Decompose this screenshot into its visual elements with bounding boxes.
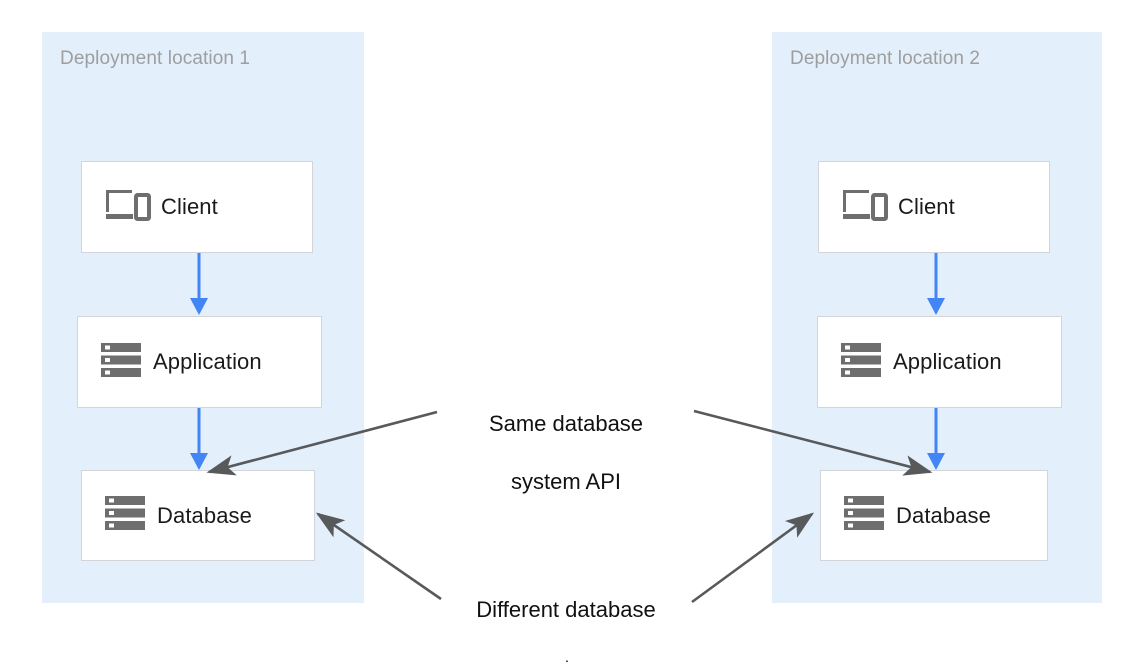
client-2-label: Client [898, 194, 955, 219]
server-icon [839, 340, 883, 385]
callout-different-system-line-1: Different database [476, 597, 656, 622]
application-2-label: Application [893, 349, 1002, 374]
server-icon [103, 493, 147, 538]
client-1-label: Client [161, 194, 218, 219]
database-2-node[interactable]: Database [820, 470, 1048, 561]
client-1-node[interactable]: Client [81, 161, 313, 253]
callout-line-same-api-to-database-1 [206, 410, 438, 476]
callout-different-system-line-2: system [446, 653, 686, 662]
database-1-label: Database [157, 502, 252, 528]
application-1-label: Application [153, 349, 262, 374]
devices-icon [103, 185, 151, 230]
flow-arrow-application-1-to-database-1 [190, 408, 208, 470]
server-icon [99, 340, 143, 385]
flow-arrow-client-2-to-application-2 [927, 253, 945, 315]
server-icon [842, 493, 886, 538]
deployment-location-1-title: Deployment location 1 [60, 48, 251, 69]
callout-same-api-line-1: Same database [488, 411, 644, 436]
callout-same-api-line-2: system API [510, 469, 622, 494]
callout-line-same-api-to-database-2 [693, 409, 933, 476]
database-2-label: Database [896, 502, 991, 528]
database-1-node[interactable]: Database [81, 470, 315, 561]
application-2-node[interactable]: Application [817, 316, 1062, 408]
callout-line-different-system-to-database-2 [691, 512, 815, 604]
deployment-location-2-title: Deployment location 2 [790, 48, 981, 69]
callout-same-database-system-api: Same database system API [446, 380, 686, 525]
flow-arrow-client-1-to-application-1 [190, 253, 208, 315]
callout-line-different-system-to-database-1 [315, 512, 442, 601]
client-2-node[interactable]: Client [818, 161, 1050, 253]
devices-icon [840, 185, 888, 230]
callout-different-database-system: Different database system [446, 566, 686, 662]
application-1-node[interactable]: Application [77, 316, 322, 408]
